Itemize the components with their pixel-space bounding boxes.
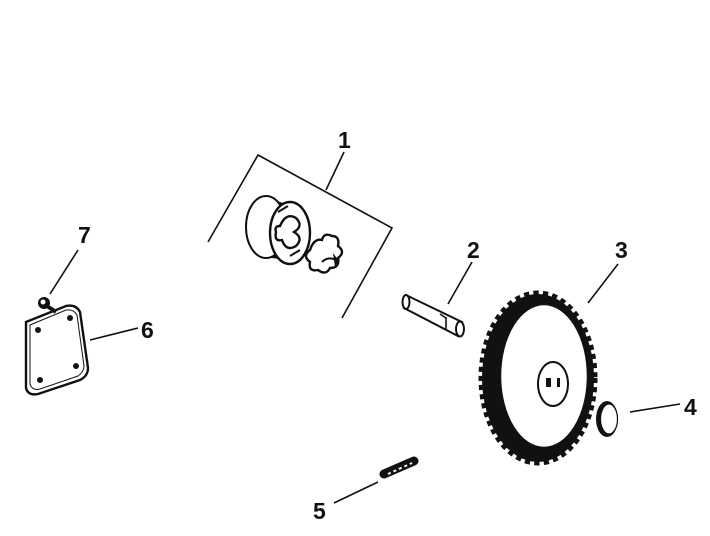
leader-5 <box>333 481 379 504</box>
part-5-spring-pin <box>379 456 419 479</box>
leader-2 <box>447 261 473 305</box>
callout-labels: 1 2 3 4 5 6 7 <box>78 127 697 524</box>
part-6-cover-plate <box>24 304 90 396</box>
callout-1: 1 <box>338 127 351 153</box>
callout-3: 3 <box>615 237 628 263</box>
part-1-rotor-assembly <box>207 153 394 319</box>
leader-lines <box>49 151 681 504</box>
outer-rotor <box>245 195 312 266</box>
part-2-shaft <box>401 294 465 338</box>
callout-2: 2 <box>467 237 480 263</box>
leader-7 <box>49 249 79 295</box>
leader-6 <box>89 327 139 341</box>
leader-4 <box>629 403 681 413</box>
part-4-washer <box>596 401 619 437</box>
callout-5: 5 <box>313 498 326 524</box>
leader-1 <box>325 151 345 191</box>
callout-6: 6 <box>141 317 154 343</box>
leader-3 <box>587 263 619 304</box>
part-3-gear <box>478 290 598 466</box>
callout-7: 7 <box>78 222 91 248</box>
part-7-screw <box>38 297 58 314</box>
callout-4: 4 <box>684 394 697 420</box>
inner-rotor <box>304 233 344 274</box>
part-1-bracket <box>207 153 394 319</box>
